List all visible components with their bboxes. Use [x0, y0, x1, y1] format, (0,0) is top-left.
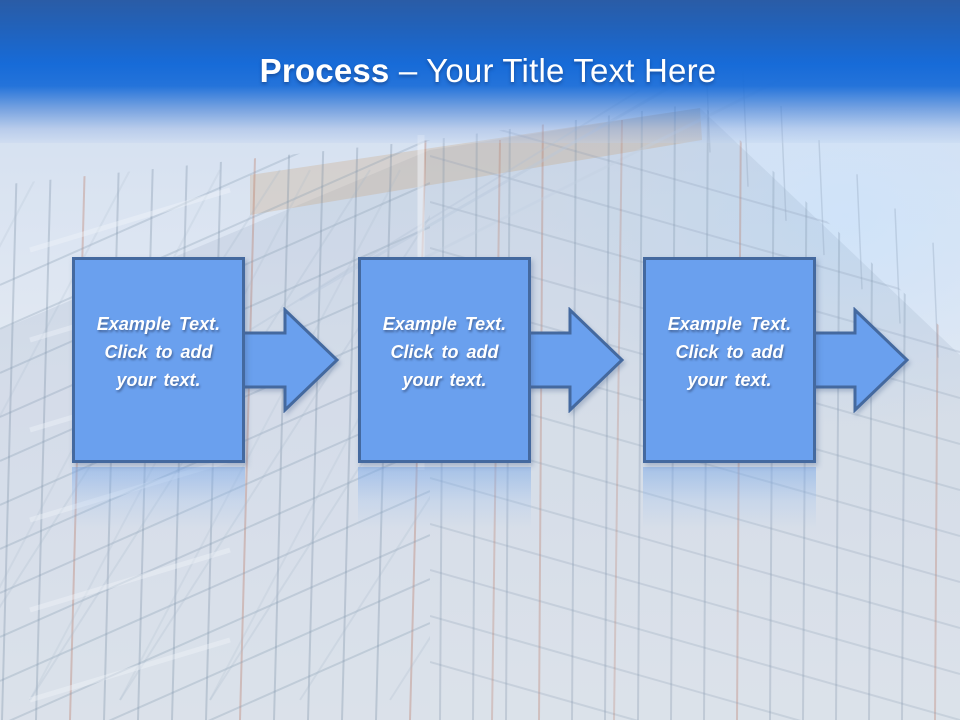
process-step-box[interactable]: Example Text. Click to add your text. — [72, 257, 245, 463]
step-placeholder-text: Example Text. Click to add your text. — [75, 310, 242, 394]
slide-header: Process – Your Title Text Here — [0, 0, 960, 143]
step-text-line: Click to add — [390, 342, 499, 362]
step-text-line: your text. — [116, 370, 201, 390]
process-step-box[interactable]: Example Text. Click to add your text. — [358, 257, 531, 463]
arrow-right-icon — [520, 307, 625, 413]
step-text-line: Click to add — [104, 342, 213, 362]
arrow-right-icon — [235, 307, 340, 413]
step-text-line: your text. — [687, 370, 772, 390]
title-keyword: Process — [259, 52, 390, 89]
box-reflection — [358, 467, 531, 529]
step-text-line: Example Text. — [96, 314, 221, 334]
title-rest: – Your Title Text Here — [389, 52, 717, 89]
step-placeholder-text: Example Text. Click to add your text. — [646, 310, 813, 394]
process-step-box[interactable]: Example Text. Click to add your text. — [643, 257, 816, 463]
arrow-right-icon — [805, 307, 910, 413]
step-text-line: Click to add — [675, 342, 784, 362]
step-text-line: Example Text. — [382, 314, 507, 334]
box-reflection — [72, 467, 245, 529]
slide-title[interactable]: Process – Your Title Text Here — [8, 52, 960, 90]
step-text-line: your text. — [402, 370, 487, 390]
step-placeholder-text: Example Text. Click to add your text. — [361, 310, 528, 394]
box-reflection — [643, 467, 816, 529]
step-text-line: Example Text. — [667, 314, 792, 334]
